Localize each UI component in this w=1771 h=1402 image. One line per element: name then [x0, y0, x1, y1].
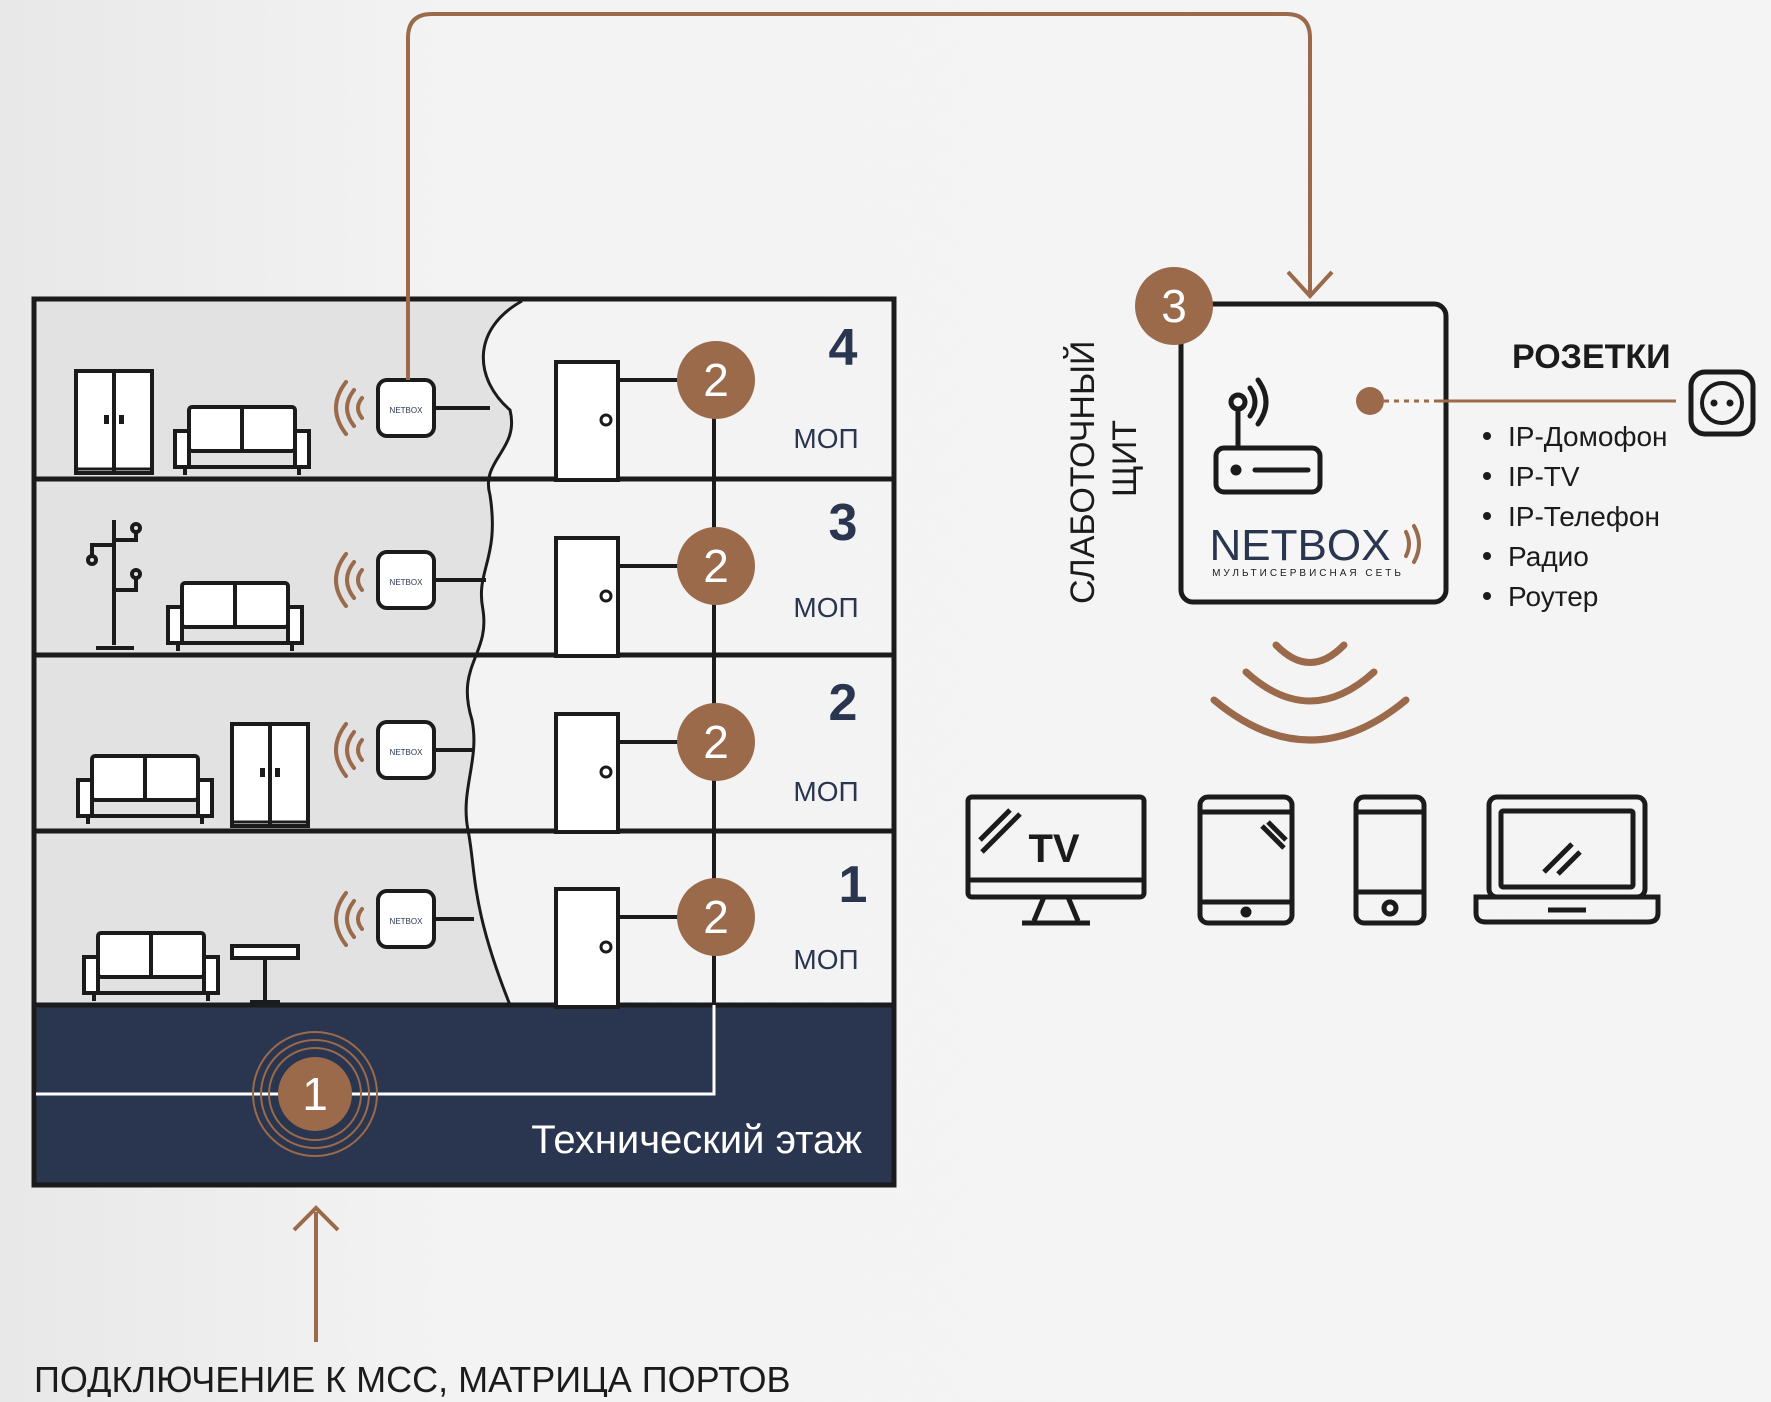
coat-rack-icon	[86, 520, 142, 650]
tech-floor-label: Технический этаж	[531, 1118, 862, 1162]
sockets-title: РОЗЕТКИ	[1512, 338, 1671, 376]
netbox-device-label: NETBOX	[390, 748, 424, 757]
building-wavy-boundary	[464, 299, 523, 1006]
svg-text:2: 2	[703, 540, 729, 592]
low-voltage-panel: NETBOX МУЛЬТИСЕРВИСНАЯ СЕТЬ 3 СЛАБОТОЧНЫ…	[1064, 267, 1676, 605]
wardrobe-icon	[74, 369, 154, 475]
floor-number: 1	[839, 856, 868, 914]
panel-marker-number: 3	[1161, 280, 1187, 332]
socket-icon	[1688, 369, 1756, 437]
svg-text:2: 2	[703, 716, 729, 768]
tablet-icon	[1197, 794, 1295, 926]
sockets-list-item: Радио	[1508, 541, 1589, 572]
netbox-device-floor-4: NETBOX	[334, 378, 490, 438]
door-icon	[554, 887, 620, 1009]
router-icon	[1213, 377, 1323, 495]
connection-caption: ПОДКЛЮЧЕНИЕ К МСС, МАТРИЦА ПОРТОВ	[34, 1359, 790, 1397]
uplink-line	[406, 12, 1312, 380]
building-frame	[31, 296, 897, 1188]
wardrobe-icon	[230, 722, 310, 828]
floor-marker-1: 2	[677, 878, 755, 956]
panel-brand: NETBOX	[1210, 521, 1391, 570]
netbox-device-label: NETBOX	[390, 917, 424, 926]
floor-number: 2	[829, 674, 858, 732]
floor-marker-3: 2	[677, 527, 755, 605]
sockets-list-item: IP-TV	[1508, 461, 1580, 492]
floor-number: 4	[829, 319, 858, 377]
netbox-device-label: NETBOX	[390, 578, 424, 587]
svg-text:2: 2	[703, 354, 729, 406]
panel-socket-dot	[1356, 387, 1384, 415]
building: NETBOX NETBOX NETBOX NETBOX 2	[31, 296, 897, 1188]
floor-label: МОП	[793, 776, 858, 807]
mcc-arrowhead	[292, 1205, 340, 1232]
uplink-arrowhead	[1286, 270, 1334, 299]
door-icon	[554, 536, 620, 658]
floor-number: 3	[829, 494, 858, 552]
floor-marker-4: 2	[677, 341, 755, 419]
sockets-list-item: IP-Домофон	[1508, 421, 1668, 452]
netbox-device-floor-2: NETBOX	[334, 720, 474, 780]
netbox-device-floor-1: NETBOX	[334, 889, 474, 949]
tv-label: TV	[1028, 827, 1079, 871]
table-icon	[230, 944, 300, 1004]
panel-brand-wave-icon	[1404, 524, 1421, 564]
floor-label: МОП	[793, 944, 858, 975]
floor-marker-2: 2	[677, 703, 755, 781]
sockets-list: IP-Домофон IP-TV IP-Телефон Радио Роутер	[1483, 421, 1668, 612]
sockets-list-item: Роутер	[1508, 581, 1598, 612]
panel-label-line2: ЩИТ	[1106, 420, 1144, 497]
netbox-device-label: NETBOX	[390, 406, 424, 415]
wifi-signal-icon	[1210, 641, 1410, 744]
netbox-device-floor-3: NETBOX	[334, 550, 486, 610]
tech-floor-marker: 1	[252, 1031, 378, 1157]
laptop-icon	[1473, 794, 1661, 925]
smartphone-icon	[1353, 794, 1427, 926]
panel-marker	[1135, 267, 1213, 345]
panel-brand-subtitle: МУЛЬТИСЕРВИСНАЯ СЕТЬ	[1212, 568, 1404, 579]
floor-label: МОП	[793, 423, 858, 454]
svg-text:2: 2	[703, 891, 729, 943]
sockets-list-item: IP-Телефон	[1508, 501, 1660, 532]
tv-icon	[965, 794, 1147, 926]
door-icon	[554, 360, 620, 482]
floor-label: МОП	[793, 592, 858, 623]
svg-text:1: 1	[302, 1068, 328, 1120]
door-icon	[554, 712, 620, 834]
panel-label-line1: СЛАБОТОЧНЫЙ	[1064, 341, 1102, 604]
